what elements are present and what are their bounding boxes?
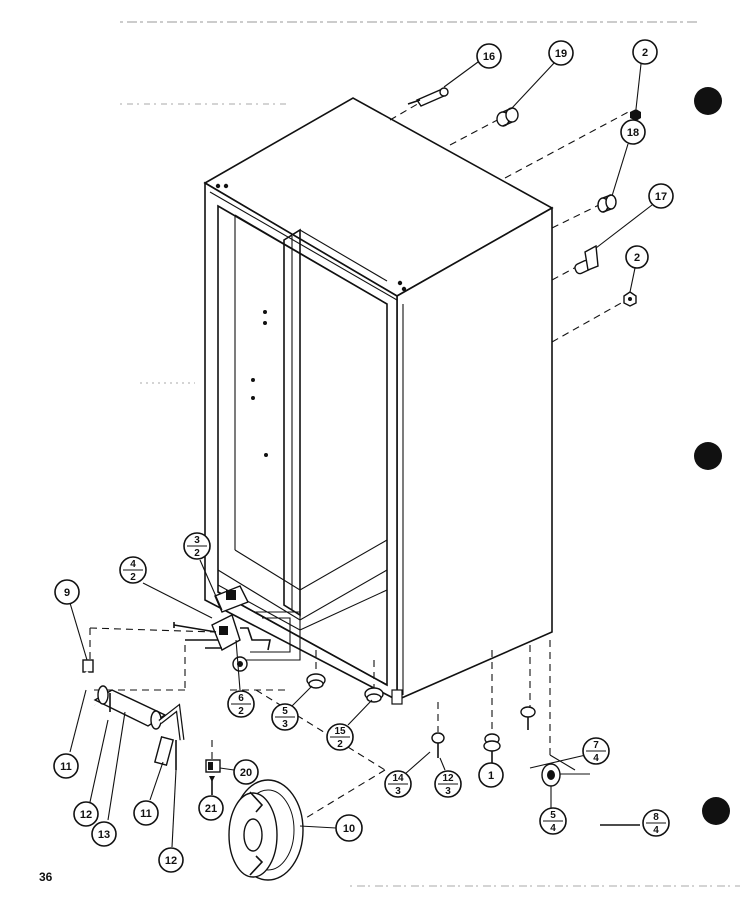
callout-18-label: 18 — [627, 127, 639, 139]
binder-hole-bottom — [702, 797, 730, 825]
callout-12-right: 12 — [158, 769, 184, 873]
callout-14-over-3-bottom: 3 — [395, 786, 401, 797]
callout-9-label: 9 — [64, 587, 70, 599]
callout-12-over-3: 12 3 — [434, 757, 462, 798]
callout-17: 17 — [595, 183, 674, 249]
bottom-hinge-bracket — [173, 585, 301, 672]
callout-3-over-2-top: 3 — [194, 535, 200, 546]
callout-8-over-4-bottom: 4 — [653, 825, 659, 836]
callout-5-over-4-bottom: 4 — [550, 823, 556, 834]
callout-21: 21 — [198, 795, 224, 821]
callout-6-over-2-bottom: 2 — [238, 706, 244, 717]
part-19-bushing — [496, 107, 519, 127]
callout-20: 20 — [219, 759, 259, 785]
binder-hole-middle — [694, 442, 722, 470]
callout-18: 18 — [611, 119, 646, 197]
part-20-clip — [205, 759, 221, 773]
callout-8-over-4-top: 8 — [653, 812, 659, 823]
callout-11-left: 11 — [53, 689, 87, 779]
callout-9: 9 — [54, 579, 88, 661]
callout-11-left-label: 11 — [60, 761, 72, 773]
callout-2-top: 2 — [632, 39, 658, 110]
callout-2-lower: 2 — [625, 245, 649, 293]
callout-8-over-4: 8 4 — [642, 809, 670, 837]
callout-19: 19 — [511, 40, 574, 109]
callout-13-label: 13 — [98, 829, 110, 841]
callout-7-over-4-bottom: 4 — [593, 753, 599, 764]
callout-12-left: 12 — [73, 719, 109, 827]
part-18-bushing — [597, 194, 617, 213]
callout-12-over-3-bottom: 3 — [445, 786, 451, 797]
page-number: 36 — [39, 870, 53, 884]
callout-4-over-2: 4 2 — [119, 556, 213, 619]
callout-20-label: 20 — [240, 767, 252, 779]
callout-11-right: 11 — [133, 761, 164, 826]
part-2-nut-lower — [623, 291, 637, 307]
binder-hole-top — [694, 87, 722, 115]
part-16-stud — [407, 87, 449, 107]
callout-14-over-3: 14 3 — [384, 751, 431, 798]
callout-4-over-2-top: 4 — [130, 559, 136, 570]
part-17-hinge-pin — [574, 244, 599, 275]
callout-2-top-label: 2 — [642, 47, 648, 59]
part-13-tube-assembly — [76, 671, 185, 770]
callout-16-label: 16 — [483, 51, 495, 63]
cabinet-feet — [306, 673, 536, 763]
callout-7-over-4-top: 7 — [593, 740, 599, 751]
callout-1-label: 1 — [488, 770, 494, 782]
callout-10: 10 — [299, 814, 363, 842]
callout-5-over-3: 5 3 — [271, 685, 313, 731]
callout-19-label: 19 — [555, 48, 567, 60]
callout-14-over-3-top: 14 — [392, 773, 404, 784]
part-9-fitting — [82, 659, 94, 673]
callout-6-over-2-top: 6 — [238, 693, 244, 704]
callout-15-over-2-bottom: 2 — [337, 739, 343, 750]
callout-15-over-2-top: 15 — [334, 726, 346, 737]
callout-5-over-3-top: 5 — [282, 706, 288, 717]
callout-12-right-label: 12 — [165, 855, 177, 867]
part-10-roll — [228, 779, 304, 881]
callout-12-over-3-top: 12 — [442, 773, 454, 784]
callout-3-over-2-bottom: 2 — [194, 548, 200, 559]
part-21-screw — [209, 776, 215, 795]
part-5-roller — [541, 763, 561, 808]
callout-7-over-4: 7 4 — [582, 737, 610, 765]
scan-noise-top — [120, 21, 740, 887]
callout-15-over-2: 15 2 — [326, 699, 373, 751]
callout-1: 1 — [478, 762, 504, 788]
callout-11-right-label: 11 — [140, 808, 152, 820]
callout-12-left-label: 12 — [80, 809, 92, 821]
callout-3-over-2: 3 2 — [183, 532, 223, 611]
callouts: 16 19 2 18 17 2 9 — [53, 39, 674, 873]
callout-21-label: 21 — [205, 803, 217, 815]
part-2-nut-top — [630, 109, 641, 121]
callout-2-lower-label: 2 — [634, 252, 640, 264]
callout-5-over-4-top: 5 — [550, 810, 556, 821]
callout-5-over-3-bottom: 3 — [282, 719, 288, 730]
callout-13: 13 — [91, 711, 126, 847]
callout-10-label: 10 — [343, 823, 355, 835]
callout-16: 16 — [443, 43, 502, 88]
callout-17-label: 17 — [655, 191, 667, 203]
callout-5-over-4: 5 4 — [539, 807, 567, 835]
cabinet-shell — [203, 97, 554, 705]
callout-6-over-2: 6 2 — [227, 639, 255, 718]
callout-4-over-2-bottom: 2 — [130, 572, 136, 583]
